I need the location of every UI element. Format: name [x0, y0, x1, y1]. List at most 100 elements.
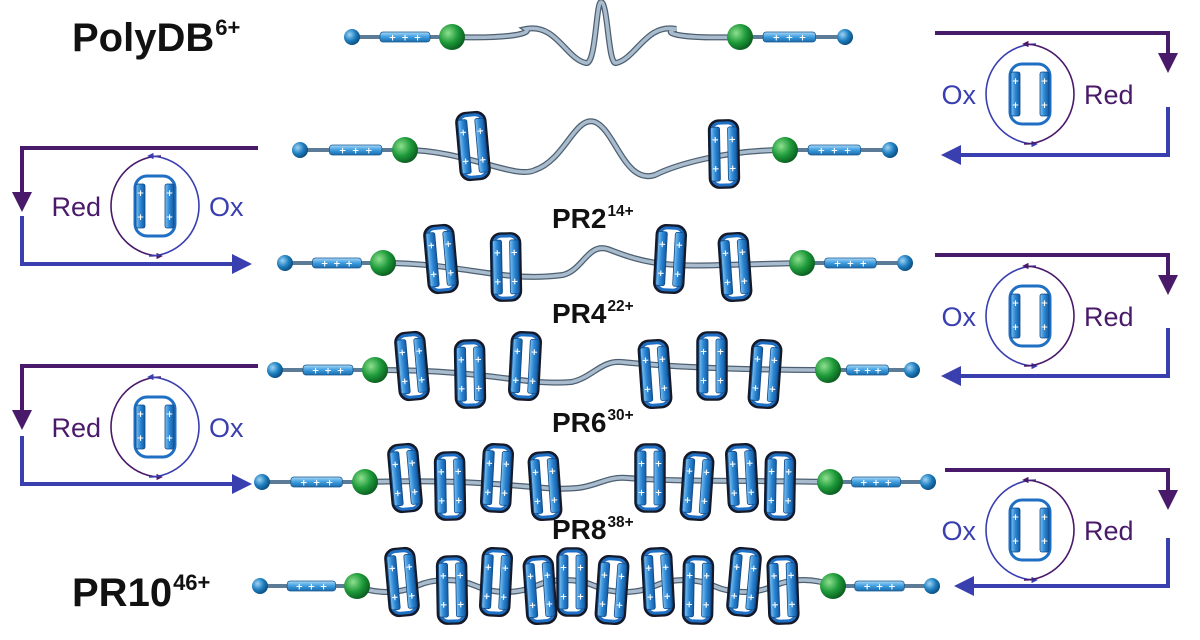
- ring-pr6-4: ++++: [527, 450, 563, 522]
- ring-pr2-1: ++++: [423, 223, 459, 295]
- svg-text:+: +: [658, 355, 666, 366]
- green-stopper-left: [352, 469, 378, 495]
- svg-text:+: +: [733, 563, 741, 574]
- svg-text:+: +: [501, 564, 509, 574]
- svg-text:+: +: [717, 348, 725, 358]
- svg-text:+: +: [1041, 513, 1049, 523]
- svg-text:+: +: [459, 128, 467, 139]
- svg-text:+: +: [788, 600, 796, 610]
- svg-text:+: +: [729, 164, 737, 174]
- label-pr10: PR1046+: [72, 571, 210, 613]
- svg-text:+: +: [389, 34, 397, 44]
- svg-text:+: +: [339, 147, 347, 157]
- cycle-label-left: Red: [51, 192, 101, 222]
- svg-text:+: +: [447, 268, 455, 279]
- redox-arrow-right-2: [935, 253, 1178, 386]
- svg-text:+: +: [398, 348, 406, 359]
- stopper-unit-right: +++: [807, 144, 861, 157]
- svg-text:+: +: [324, 367, 332, 377]
- ring-pr6-1: ++++: [387, 442, 423, 514]
- cycle-label-right: Red: [1084, 516, 1134, 546]
- svg-text:+: +: [888, 583, 896, 593]
- svg-text:+: +: [768, 467, 776, 477]
- svg-text:+: +: [770, 356, 778, 367]
- svg-text:+: +: [500, 593, 508, 603]
- axle-core: [403, 119, 787, 178]
- svg-text:+: +: [662, 563, 670, 573]
- svg-text:+: +: [455, 496, 463, 506]
- svg-text:+: +: [512, 376, 520, 386]
- svg-text:+: +: [730, 591, 738, 602]
- svg-text:+: +: [1012, 299, 1020, 309]
- svg-text:+: +: [560, 593, 568, 603]
- stopper-unit-right: +++: [846, 364, 889, 377]
- svg-text:+: +: [872, 479, 880, 489]
- cbpqt-ring-icon: ++++: [133, 174, 177, 238]
- svg-text:+: +: [723, 278, 731, 289]
- svg-text:+: +: [312, 367, 320, 377]
- cycle-label-right: Red: [1084, 302, 1134, 332]
- svg-text:+: +: [444, 240, 452, 251]
- molecule-polydb: ++++++: [344, 0, 853, 67]
- green-stopper-right: [772, 137, 798, 163]
- cbpqt-ring-icon: ++++: [133, 395, 177, 459]
- stopper-unit-left: +++: [312, 257, 362, 270]
- ring-pr4-1: ++++: [394, 330, 430, 402]
- label-pr6: PR630+: [552, 408, 634, 437]
- svg-text:+: +: [711, 136, 719, 146]
- label-pr2-charge: 14+: [607, 203, 634, 221]
- svg-text:+: +: [817, 147, 825, 157]
- cycle-label-left: Red: [51, 413, 101, 443]
- svg-text:+: +: [703, 572, 711, 582]
- svg-text:+: +: [476, 127, 484, 138]
- svg-text:+: +: [321, 260, 329, 270]
- svg-text:+: +: [1041, 299, 1049, 309]
- ring-pr6-7: ++++: [725, 443, 759, 513]
- molecule-pr8: ++++++++++++++++++++++++++++++++++++++++…: [252, 546, 940, 626]
- svg-text:+: +: [526, 572, 534, 583]
- svg-text:+: +: [543, 571, 551, 582]
- svg-text:+: +: [700, 497, 708, 508]
- ring-pr8-7: ++++: [641, 547, 675, 617]
- svg-text:+: +: [456, 571, 464, 581]
- svg-text:+: +: [1012, 513, 1020, 523]
- svg-text:+: +: [749, 564, 757, 575]
- svg-text:+: +: [675, 241, 683, 251]
- ring-pr6-5: ++++: [634, 443, 666, 513]
- label-pr8-base: PR8: [552, 514, 607, 545]
- svg-text:+: +: [415, 347, 423, 358]
- svg-text:+: +: [529, 377, 537, 387]
- svg-text:+: +: [484, 563, 492, 573]
- svg-text:+: +: [1041, 323, 1049, 333]
- ring-pr8-9: ++++: [726, 546, 762, 618]
- ring-pr8-6: ++++: [594, 554, 630, 626]
- label-pr8: PR838+: [552, 514, 634, 545]
- stopper-unit-left: +++: [302, 364, 354, 377]
- stopper-unit-left: +++: [290, 476, 343, 489]
- ring-pr4-2: ++++: [453, 339, 487, 409]
- green-stopper-right: [789, 250, 815, 276]
- svg-text:+: +: [657, 269, 665, 279]
- svg-text:+: +: [501, 489, 509, 499]
- stopper-unit-left: +++: [286, 580, 337, 593]
- svg-text:+: +: [785, 468, 793, 478]
- molecules: ++++++++++++++++++++++++++++++++++++++++…: [252, 0, 940, 626]
- svg-text:+: +: [458, 385, 466, 395]
- svg-text:+: +: [166, 410, 174, 420]
- cbpqt-ring-icon: + + + +: [1008, 284, 1052, 348]
- svg-text:+: +: [799, 34, 807, 44]
- end-ball-right: [837, 29, 853, 45]
- svg-text:+: +: [533, 497, 541, 508]
- svg-text:+: +: [320, 583, 328, 593]
- svg-text:+: +: [333, 260, 341, 270]
- svg-text:+: +: [729, 460, 737, 470]
- end-ball-right: [904, 362, 920, 378]
- svg-text:+: +: [408, 591, 416, 602]
- svg-text:+: +: [686, 571, 694, 581]
- molecule-pr4: ++++++++++++++++++++++++++++++: [267, 330, 920, 410]
- svg-text:+: +: [1012, 323, 1020, 333]
